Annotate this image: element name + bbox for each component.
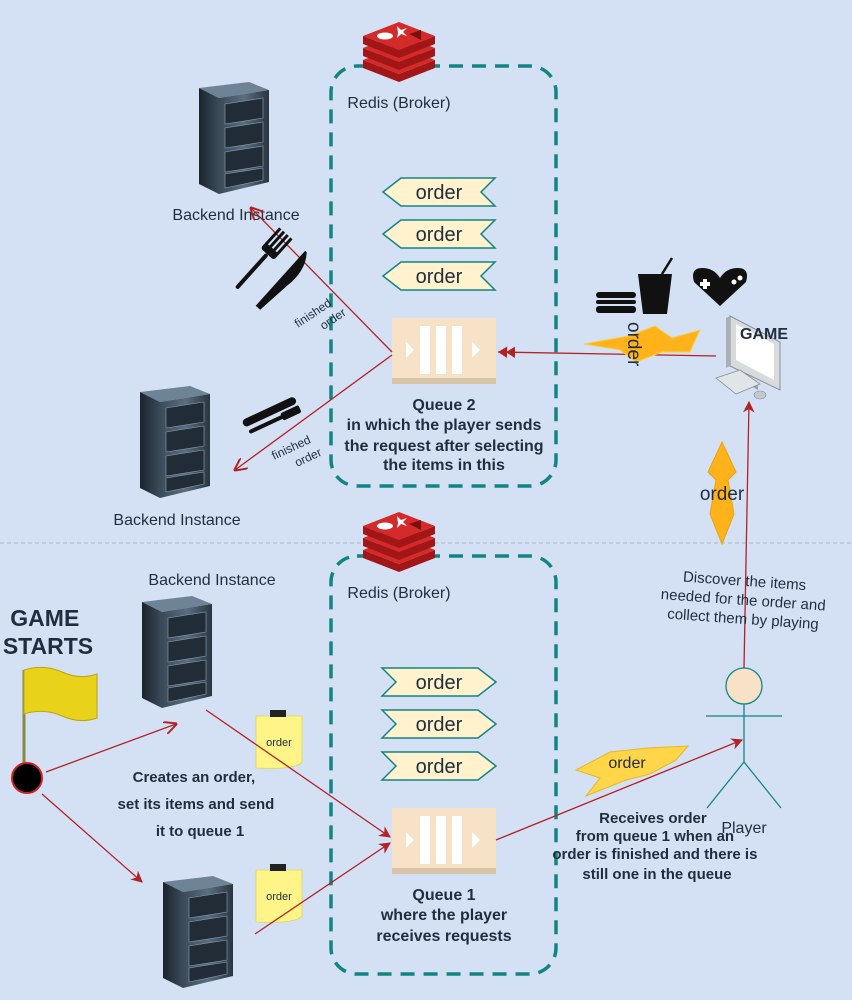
server-icon-bottom-2	[162, 875, 234, 989]
message-order-top-2: order	[382, 219, 496, 249]
server-icon-top-1	[198, 81, 270, 195]
svg-text:order: order	[266, 737, 292, 749]
backend-label-bottom-1: Backend Instance	[148, 572, 275, 589]
svg-text:order: order	[416, 714, 463, 736]
order-bolt-bottom	[574, 745, 690, 798]
queue-2-desc-1: in which the player sends	[347, 417, 542, 434]
svg-text:order: order	[416, 672, 463, 694]
svg-text:order: order	[416, 224, 463, 246]
message-order-top-1: order	[382, 177, 496, 207]
drink-icon	[638, 257, 674, 314]
message-order-top-3: order	[382, 261, 496, 291]
sticky-note-order-2: order	[255, 863, 303, 923]
discover-items-desc: Discover the items needed for the order …	[659, 567, 832, 634]
redis-logo-icon-bottom	[363, 512, 435, 572]
computer-icon	[715, 315, 781, 400]
game-label: GAME	[740, 326, 788, 343]
arrow-start-to-backend-2	[41, 793, 143, 883]
finished-order-label-2: finished order	[269, 431, 323, 478]
gamepad-heart-icon	[693, 268, 747, 306]
game-starts-label: GAME STARTS	[3, 605, 93, 659]
server-icon-top-2	[139, 385, 211, 499]
arrow-queue2-to-backend-2	[235, 354, 393, 470]
backend-label-top-1: Backend Instance	[172, 207, 299, 224]
queue-1-desc-2: receives requests	[376, 928, 511, 945]
start-node	[11, 762, 43, 794]
burger-icon	[596, 292, 636, 313]
queue-1-title: Queue 1	[412, 887, 475, 904]
message-order-bottom-1: order	[381, 667, 497, 697]
arrow-backend-1-to-queue1	[205, 709, 391, 838]
sticky-note-order-1: order	[255, 709, 303, 769]
arrow-computer-to-queue2	[497, 346, 717, 358]
arrow-queue1-to-player	[495, 738, 744, 841]
finished-order-label-1: finished order	[292, 292, 349, 344]
order-up-label: order	[700, 484, 745, 505]
message-order-bottom-3: order	[381, 751, 497, 781]
arrow-queue2-to-backend-1	[251, 208, 393, 353]
svg-text:order: order	[416, 182, 463, 204]
svg-text:order: order	[266, 891, 292, 903]
queue-1-desc-1: where the player	[380, 907, 507, 924]
fork-knife-icon-1	[235, 227, 307, 310]
order-up-arrow	[707, 440, 737, 546]
arrow-start-to-backend-1	[45, 724, 176, 773]
order-bolt-bottom-label: order	[608, 755, 646, 772]
redis-logo-icon-top	[363, 22, 435, 82]
broker-container-top	[329, 64, 558, 488]
broker-label-top: Redis (Broker)	[347, 95, 450, 112]
queue-2-title: Queue 2	[412, 397, 475, 414]
player-label: Player	[721, 820, 767, 837]
creates-order-desc: Creates an order, set its items and send…	[118, 769, 279, 840]
queue-2-desc-2: the request after selecting	[344, 438, 543, 455]
queue-2-icon	[392, 318, 496, 384]
arrow-backend-2-to-queue1	[254, 842, 391, 935]
arrow-player-to-computer	[742, 400, 755, 669]
receives-order-desc: Receives order from queue 1 when an orde…	[552, 810, 761, 883]
order-bolt-top	[583, 325, 701, 363]
broker-container-bottom	[329, 554, 558, 976]
flag-icon	[23, 666, 98, 722]
fork-knife-icon-2	[242, 397, 301, 434]
message-order-bottom-2: order	[381, 709, 497, 739]
backend-label-top-2: Backend Instance	[113, 512, 240, 529]
svg-text:order: order	[416, 266, 463, 288]
queue-1-icon	[392, 808, 496, 874]
svg-text:order: order	[416, 756, 463, 778]
broker-label-bottom: Redis (Broker)	[347, 585, 450, 602]
player-actor-icon	[706, 667, 782, 809]
server-icon-bottom-1	[141, 595, 213, 709]
queue-2-desc-3: the items in this	[383, 457, 505, 474]
order-bolt-top-label: order	[623, 322, 644, 367]
